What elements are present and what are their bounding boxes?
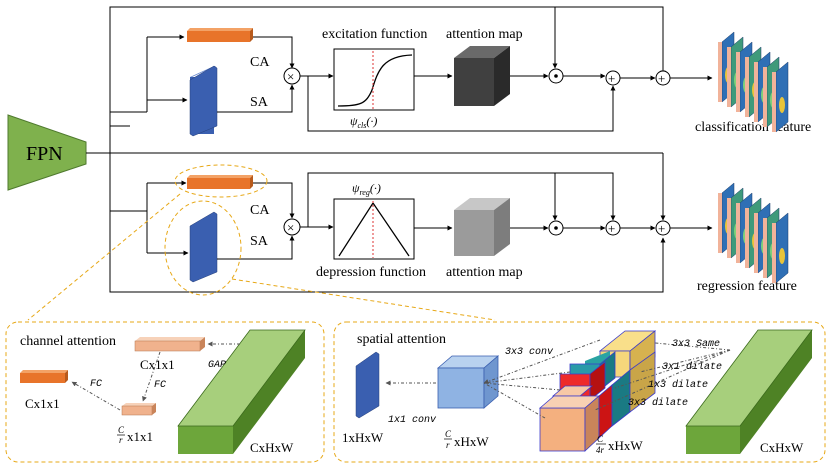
feature-slab-edge bbox=[772, 223, 776, 283]
bottom-plus-op-2: + bbox=[658, 221, 665, 236]
channel-attention-title: channel attention bbox=[20, 334, 116, 349]
gap-label: GAP bbox=[208, 360, 226, 371]
sa-out-label: 1xHxW bbox=[342, 430, 384, 445]
spatial-attention-panel: spatial attention 1xHxW 1x1 conv C r xHx… bbox=[333, 321, 826, 463]
feature-slab-edge bbox=[736, 52, 740, 112]
bottom-attention-map-label: attention map bbox=[446, 265, 523, 280]
excitation-label: excitation function bbox=[322, 27, 427, 42]
dilate3-label: 3x3 dilate bbox=[628, 397, 688, 409]
feature-slab-edge bbox=[718, 193, 722, 253]
spatial-attention-title: spatial attention bbox=[357, 332, 446, 347]
sa-highlight bbox=[164, 200, 242, 296]
psi-reg: ψreg(·) bbox=[352, 181, 381, 197]
ca-chw-label: CxHxW bbox=[250, 440, 294, 455]
feature-slab-edge bbox=[754, 62, 758, 122]
fc1-label: FC bbox=[90, 379, 102, 390]
top-branch: CA SA × excitation function ψcls(·) atte… bbox=[109, 6, 811, 153]
bottom-sa-label: SA bbox=[250, 234, 269, 249]
sa-in-tail: xHxW bbox=[608, 438, 643, 453]
ca-reduced-tail: x1x1 bbox=[127, 429, 153, 444]
depression-label: depression function bbox=[316, 265, 426, 280]
feature-hotspot bbox=[779, 248, 785, 264]
feature-hotspot bbox=[779, 97, 785, 113]
fpn-label: FPN bbox=[26, 143, 63, 165]
dilate2-label: 1x3 dilate bbox=[648, 379, 708, 391]
psi-cls: ψcls(·) bbox=[350, 114, 377, 130]
sa-in-c: C bbox=[597, 434, 604, 444]
feature-slab-edge bbox=[745, 57, 749, 117]
feature-slab-edge bbox=[754, 213, 758, 273]
sa-mid-tail: xHxW bbox=[454, 434, 489, 449]
top-ca-label: CA bbox=[250, 55, 270, 70]
fpn-block: FPN bbox=[7, 114, 87, 191]
bottom-mul-op: × bbox=[287, 220, 294, 235]
fc2-label: FC bbox=[154, 380, 166, 391]
feature-slab-edge bbox=[718, 42, 722, 102]
regression-feature-label: regression feature bbox=[697, 279, 797, 294]
channel-attention-panel: channel attention CxHxW Cx1x1 GAP FC Cx1… bbox=[5, 321, 325, 463]
bottom-branch: CA SA × ψreg(·) depression function atte… bbox=[109, 153, 797, 294]
ca-reduced-r: r bbox=[119, 435, 123, 445]
sa-chw-label: CxHxW bbox=[760, 440, 804, 455]
ca-highlight bbox=[174, 164, 268, 198]
sa-mid-r: r bbox=[446, 440, 450, 450]
feature-slab-edge bbox=[727, 198, 731, 258]
ca-reduced-c: C bbox=[118, 425, 125, 435]
ca-zoom-line bbox=[27, 193, 181, 321]
feature-slab-edge bbox=[763, 67, 767, 127]
feature-slab-edge bbox=[727, 47, 731, 107]
sa-zoom-line bbox=[231, 278, 496, 321]
regression-feature-stack bbox=[718, 182, 789, 284]
feature-slab-edge bbox=[772, 72, 776, 132]
top-mul-op: × bbox=[287, 69, 294, 84]
classification-feature-label: classification feature bbox=[695, 120, 811, 135]
top-attention-map-label: attention map bbox=[446, 27, 523, 42]
ca-left-bar-label: Cx1x1 bbox=[25, 396, 60, 411]
classification-feature-stack bbox=[718, 31, 789, 133]
bottom-plus-op-1: + bbox=[608, 221, 615, 236]
same-label: 3x3 Same bbox=[672, 339, 720, 350]
conv33-label: 3x3 conv bbox=[505, 347, 554, 358]
top-plus-op-2: + bbox=[658, 71, 665, 86]
sa-mid-c: C bbox=[445, 429, 452, 439]
ca-top-bar-label: Cx1x1 bbox=[140, 357, 175, 372]
feature-slab-edge bbox=[745, 208, 749, 268]
conv11-label: 1x1 conv bbox=[388, 415, 437, 426]
feature-slab-edge bbox=[736, 203, 740, 263]
dilate1-label: 3x1 dilate bbox=[662, 361, 722, 373]
sa-in-r: 4r bbox=[596, 445, 605, 455]
top-sa-label: SA bbox=[250, 95, 269, 110]
top-plus-op-1: + bbox=[608, 71, 615, 86]
bottom-ca-label: CA bbox=[250, 203, 270, 218]
feature-slab-edge bbox=[763, 218, 767, 278]
